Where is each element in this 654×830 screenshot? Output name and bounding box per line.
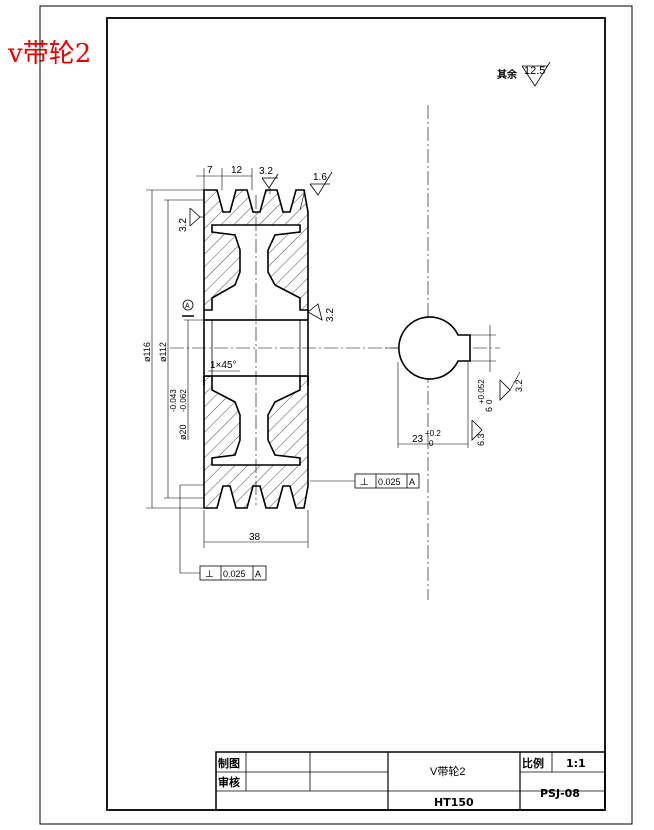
left-roughness: 3.2: [178, 207, 204, 232]
width-dim: 38: [249, 532, 261, 543]
roughness-note-value: 12.5: [524, 65, 545, 77]
width-dimension: 38: [203, 510, 309, 548]
keyway-depth-dim: 23: [412, 434, 424, 445]
drawn-by-label: 制图: [218, 756, 240, 770]
drawing-heading: v带轮2: [8, 39, 92, 69]
chamfer-dim: 1×45°: [210, 360, 237, 371]
rough-right-top-value: 1.6: [313, 172, 327, 183]
keyway-width-tol-upper: +0.052: [477, 379, 486, 404]
frame-right-datum: A: [409, 477, 415, 487]
keyway-depth-tol-lower: 0: [429, 439, 434, 448]
bore-keyway-profile: [398, 316, 471, 380]
tolerance-frame-right: ⊥ 0.025 A: [310, 473, 420, 489]
inner-frame: [106, 17, 606, 811]
scale-value: 1:1: [566, 757, 586, 770]
groove-dimensions: 7 12 3.2 1.6: [196, 165, 333, 211]
outer-dia-dim: ø116: [142, 342, 152, 362]
rough-keyway-right-value: 3.2: [514, 379, 524, 392]
upper-rim-section: [203, 189, 309, 311]
keyway-width-tol-lower: 0: [485, 399, 494, 404]
frame-left-value: 0.025: [223, 569, 246, 579]
frame-left-datum: A: [255, 569, 261, 579]
rough-keyway-side-value: 6.3: [476, 433, 486, 446]
material: HT150: [434, 796, 474, 809]
pitch-dia-dim: ø112: [158, 342, 168, 362]
rough-top-value: 3.2: [259, 166, 273, 177]
title-block: 制图 审核 V带轮2 比例 1:1 HT150 PSJ-08: [215, 751, 606, 811]
frame-right-symbol: ⊥: [360, 477, 369, 488]
keyway-width-dim: 6: [484, 407, 494, 412]
lower-rim-section: [203, 375, 309, 509]
bore-tol-upper: -0.043: [169, 389, 178, 412]
drawing-number: PSJ-08: [540, 787, 580, 800]
scale-label: 比例: [522, 756, 544, 770]
rough-left-value: 3.2: [178, 218, 189, 232]
keyway-depth-tol-upper: +0.2: [425, 429, 441, 438]
checked-by-label: 审核: [218, 775, 240, 789]
datum-marker: A: [185, 303, 190, 310]
tolerance-frame-left: ⊥ 0.025 A: [179, 484, 267, 581]
hub-end-view: 6 +0.052 0 23 +0.2 0 6.3 3.2: [385, 105, 524, 600]
groove-width-dim: 12: [231, 165, 243, 176]
part-name: V带轮2: [430, 764, 465, 778]
frame-right-value: 0.025: [378, 477, 401, 487]
frame-left-symbol: ⊥: [205, 569, 214, 580]
bore-dia-dim: ø20: [178, 424, 188, 440]
bore-tol-lower: -0.062: [179, 389, 188, 412]
rough-web-value: 3.2: [325, 308, 336, 322]
diameter-dimensions: ø116 ø112 ø20 -0.043 -0.062 A 1×45°: [142, 189, 240, 509]
roughness-note-label: 其余: [497, 68, 518, 81]
pulley-section-view: [170, 189, 400, 509]
outer-border: [39, 5, 633, 825]
general-roughness-note: 其余 12.5: [497, 61, 551, 87]
groove-pitch-dim: 7: [207, 165, 213, 176]
web-roughness: 3.2: [307, 303, 336, 322]
